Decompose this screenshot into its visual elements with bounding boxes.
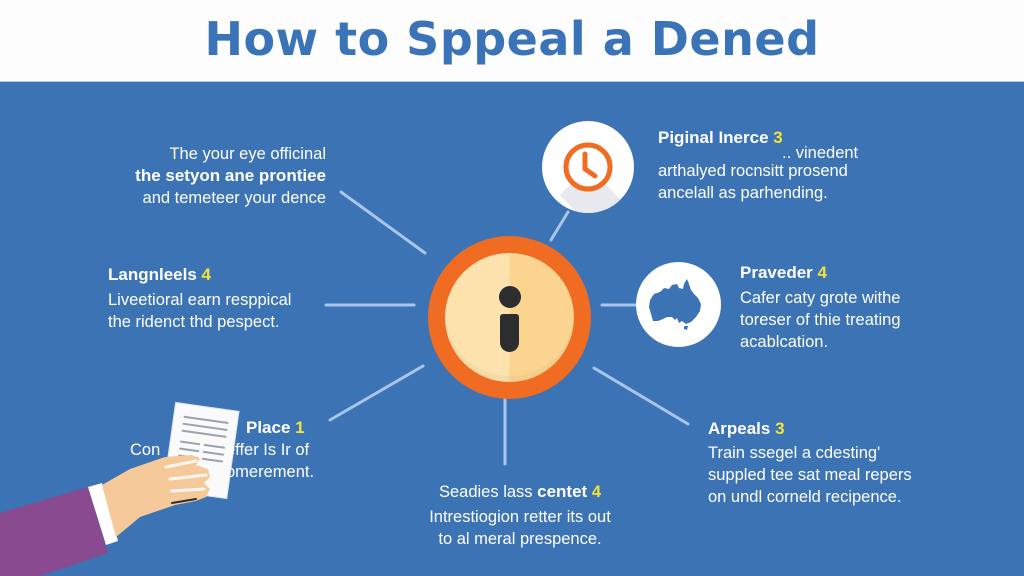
section-bottom-right-line2: suppled tee sat meal repers (708, 466, 912, 484)
section-mid-left: Langnleels 4 Liveetioral earn resppical … (108, 264, 291, 333)
info-icon-stem (500, 314, 519, 352)
section-top-left: The your eye officinal the setyon ane pr… (135, 143, 326, 209)
section-mid-left-line1: Liveetioral earn resppical (108, 291, 292, 309)
section-mid-left-heading: Langnleels 4 (108, 265, 212, 284)
section-top-right-line1: arthalyed rocnsitt prosend (658, 162, 848, 180)
section-bottom-left-number: 1 (295, 418, 305, 437)
clock-node (542, 121, 634, 213)
hand-holding-document-icon (0, 395, 240, 576)
connector-bottom-right (592, 366, 690, 426)
section-bottom-right-heading: Arpeals 3 (708, 419, 785, 438)
page-title: How to Sppeal a Dened (204, 11, 820, 66)
section-top-right-line2: ancelall as parhending. (658, 184, 828, 202)
section-mid-right-line3: acablcation. (740, 333, 829, 351)
section-bottom-center-line2: to al meral prespence. (438, 530, 602, 548)
connector-top-left (339, 190, 427, 255)
section-top-right-heading: Piginal Inerce 3 (658, 128, 783, 147)
section-mid-right: Praveder 4 Cafer caty grote withe torese… (740, 262, 901, 353)
header-bar: How to Sppeal a Dened (0, 0, 1024, 82)
info-icon-dot (499, 286, 521, 308)
section-bottom-center-line1: Intrestiogion retter its out (429, 508, 611, 526)
section-top-left-line2: the setyon ane prontiee (135, 166, 326, 185)
central-hub (428, 236, 591, 399)
section-bottom-left-line2: omerement. (226, 463, 315, 481)
section-top-left-line1: The your eye officinal (169, 145, 326, 163)
section-bottom-left-line1-end: effer Is Ir of (226, 441, 310, 459)
section-bottom-center: Seadies lass centet 4 Intrestiogion rett… (400, 481, 640, 550)
section-bottom-right: Arpeals 3 Train ssegel a cdesting' suppl… (708, 418, 912, 508)
section-bottom-right-number: 3 (775, 419, 785, 438)
info-icon (445, 253, 574, 382)
australia-map-icon (649, 279, 701, 330)
section-top-right-line0: .. vinedent (782, 144, 859, 162)
map-node (636, 262, 721, 347)
section-bottom-center-heading: Seadies lass centet 4 (438, 482, 601, 501)
section-bottom-right-line3: on undl corneld recipence. (708, 488, 902, 506)
connector-top-right (549, 210, 570, 242)
section-top-right-number: 3 (773, 128, 783, 147)
section-bottom-left: Place 1 Con effer Is Ir of omerement. (130, 417, 350, 483)
section-bottom-left-heading: Place 1 (246, 418, 305, 437)
section-top-left-line3: and temeteer your dence (142, 189, 326, 207)
connector-bottom-left (328, 364, 425, 422)
section-mid-left-number: 4 (201, 265, 212, 284)
section-top-right: Piginal Inerce 3 .. vinedent arthalyed r… (658, 127, 858, 204)
clock-icon (563, 142, 613, 192)
section-mid-right-number: 4 (817, 263, 827, 282)
section-bottom-left-line1-start: Con (130, 441, 161, 459)
section-mid-right-heading: Praveder 4 (740, 263, 827, 282)
section-mid-right-line2: toreser of thie treating (740, 311, 901, 329)
section-mid-right-line1: Cafer caty grote withe (740, 289, 901, 307)
section-mid-left-line2: the ridenct thd pespect. (108, 313, 280, 331)
section-bottom-right-line1: Train ssegel a cdesting' (708, 444, 881, 462)
section-bottom-left-line1: Con effer Is Ir of (130, 439, 350, 461)
section-bottom-center-number: 4 (591, 483, 601, 501)
